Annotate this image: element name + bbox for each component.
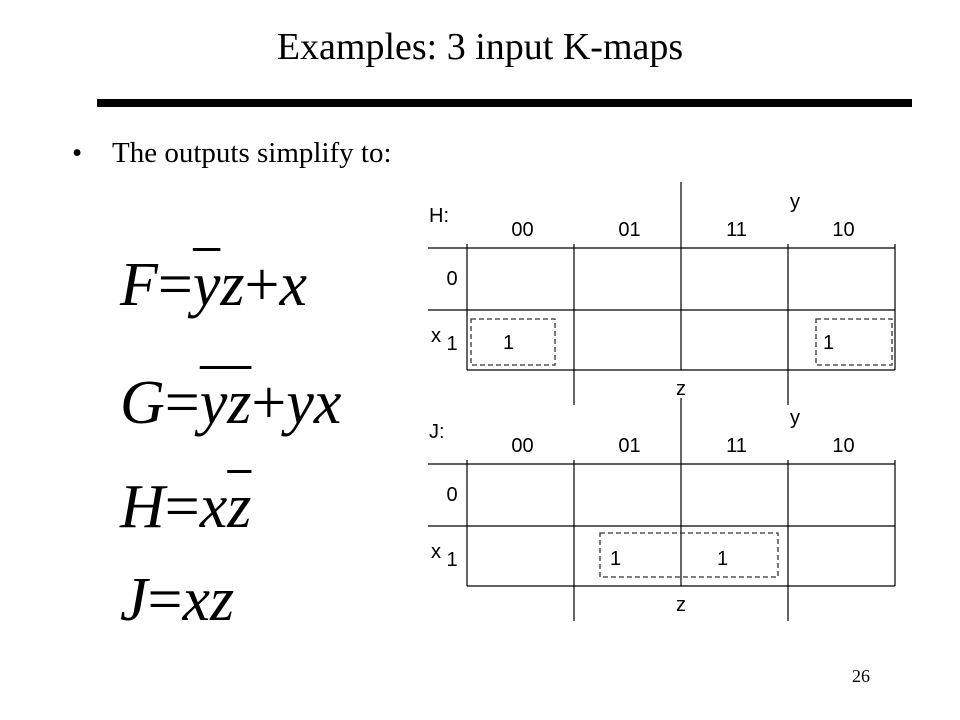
title-divider (97, 99, 912, 107)
kmap-H-cell: 1 (823, 332, 834, 354)
kmap-H-group-loop-left (470, 318, 556, 366)
equation-F-equals: = (157, 251, 193, 319)
equation-F: F=yz+x (120, 250, 307, 320)
equation-G-term-yx: yx (286, 369, 342, 437)
equation-F-term-ybar: y (192, 251, 221, 319)
equation-G-plus: + (251, 369, 287, 437)
kmap-H-col-header: 10 (832, 219, 854, 241)
kmap-H-var-y: y (790, 191, 800, 213)
kmap-J-group-loop (599, 532, 779, 578)
kmap-J-label: J: (429, 421, 445, 443)
kmap-J-cell: 1 (610, 548, 621, 570)
kmap-J-row-header-1: 1 (446, 549, 457, 571)
kmap-J-col-header: 10 (832, 435, 854, 457)
kmap-J-var-z: z (676, 594, 686, 616)
kmap-J-var-y: y (790, 407, 800, 429)
equation-J-equals: = (147, 566, 183, 634)
kmap-H-col-header: 11 (726, 219, 747, 241)
kmap-J-row-header-0: 0 (446, 484, 457, 506)
kmap-J-col-header: 11 (726, 435, 747, 457)
equation-H-lhs: H (120, 473, 165, 541)
kmap-H-label: H: (429, 205, 449, 227)
kmap-H-col-header: 01 (618, 219, 640, 241)
equation-H: H=xz (120, 472, 251, 542)
equation-G-lhs: G (120, 369, 165, 437)
kmap-H-cell: 1 (503, 332, 514, 354)
kmap-J-cell: 1 (717, 548, 728, 570)
equation-F-term-z: z (220, 251, 245, 319)
equation-G-equals: = (164, 369, 200, 437)
equation-J-term-xz: xz (182, 566, 235, 634)
equation-J-lhs: J (120, 566, 148, 634)
kmap-H-row-header-1: 1 (446, 333, 457, 355)
kmap-J-var-x: x (431, 541, 441, 563)
page-number: 26 (852, 666, 870, 686)
equation-J: J=xz (120, 565, 234, 635)
equation-F-plus: + (244, 251, 280, 319)
bullet-marker: • (72, 137, 83, 169)
kmap-J-col-header: 00 (511, 435, 533, 457)
equation-G: G=yz+yx (120, 368, 341, 438)
kmap-H-col-header: 00 (511, 219, 533, 241)
equation-H-term-x: x (199, 473, 228, 541)
kmap-H-var-x: x (431, 325, 441, 347)
kmap-J-col-header: 01 (618, 435, 640, 457)
equation-F-lhs: F (120, 251, 158, 319)
kmap-H-group-loop-right (815, 318, 893, 366)
kmap-H-var-z: z (676, 378, 686, 400)
bullet-text: The outputs simplify to: (112, 137, 392, 169)
slide-title: Examples: 3 input K-maps (276, 26, 684, 68)
kmap-H-row-header-0: 0 (446, 268, 457, 290)
equation-G-term-ybar-zbar: yz (199, 369, 252, 437)
equation-H-term-zbar: z (227, 473, 252, 541)
equation-H-equals: = (164, 473, 200, 541)
equation-F-term-x: x (279, 251, 308, 319)
